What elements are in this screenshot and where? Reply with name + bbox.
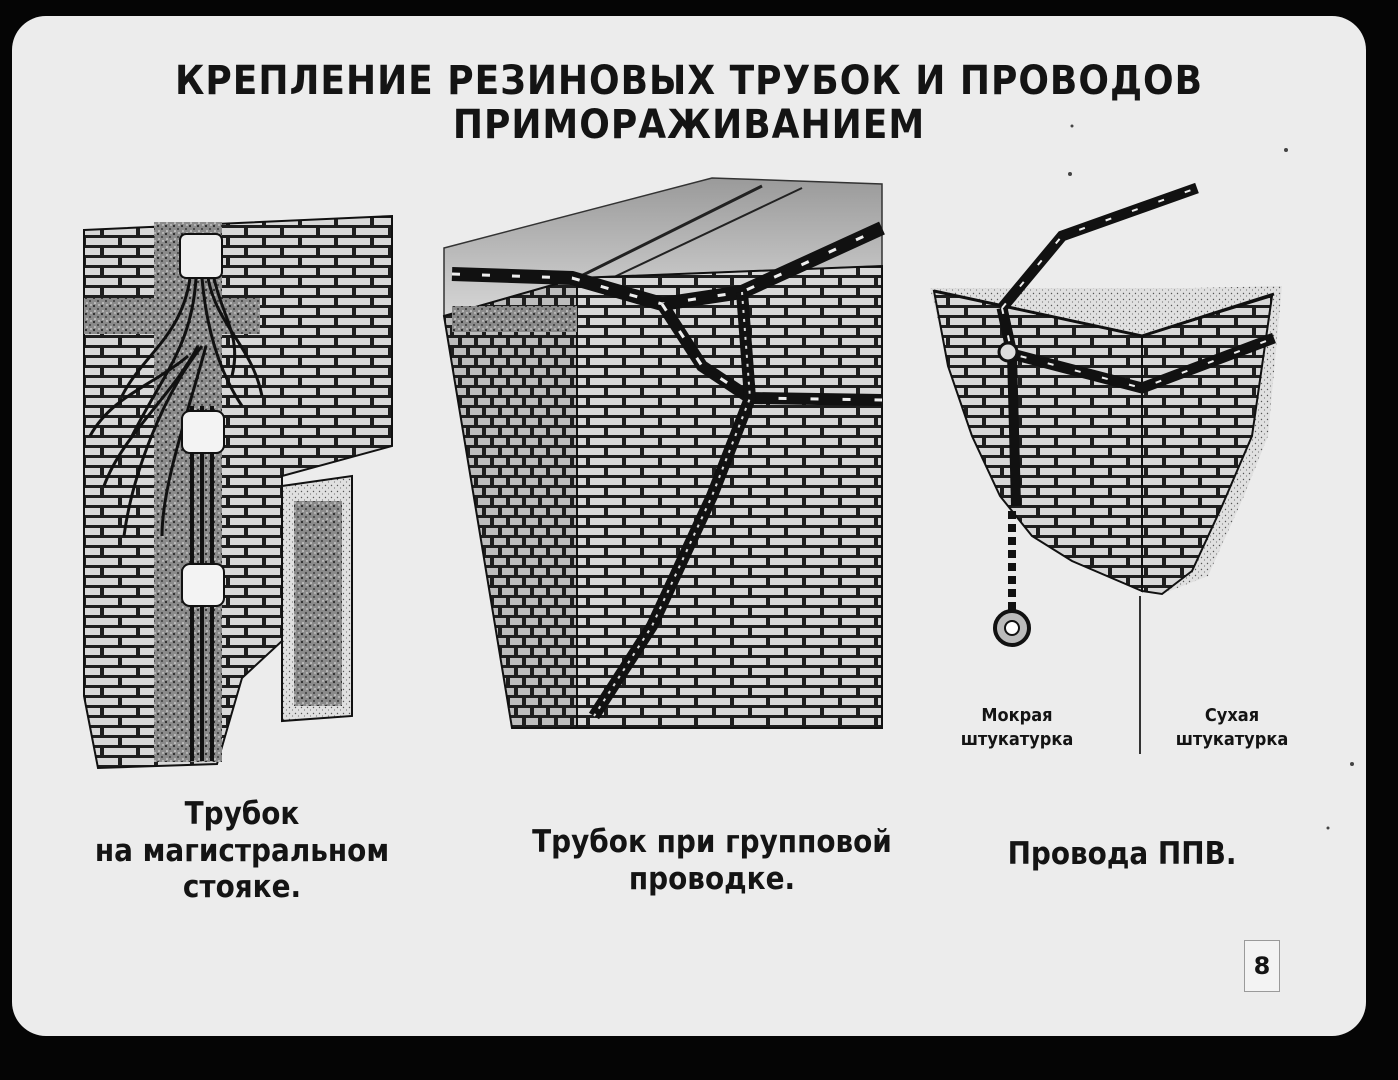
caption-line: на магистральном: [94, 832, 390, 869]
caption-line: Трубок: [184, 796, 300, 832]
film-specks: [1068, 124, 1354, 830]
label-line: Мокрая: [981, 705, 1053, 726]
caption-ppv: Провода ППВ.: [962, 836, 1282, 873]
title-line-2: ПРИМОРАЖИВАНИЕМ: [452, 102, 926, 148]
title-line-1: КРЕПЛЕНИЕ РЕЗИНОВЫХ ТРУБОК И ПРОВОДОВ: [174, 58, 1203, 104]
caption-line: Трубок при групповой: [532, 824, 892, 860]
page-number: 8: [1244, 940, 1280, 992]
caption-riser: Трубок на магистральном стояке.: [72, 796, 412, 906]
label-dry-plaster: Сухая штукатурка: [1152, 704, 1312, 753]
label-line: штукатурка: [960, 729, 1074, 751]
caption-line: стояке.: [182, 869, 302, 906]
slide: КРЕПЛЕНИЕ РЕЗИНОВЫХ ТРУБОК И ПРОВОДОВ ПР…: [12, 16, 1366, 1036]
panel-group-wiring-illustration: [442, 177, 885, 729]
caption-line: проводке.: [628, 860, 796, 897]
label-line: штукатурка: [1175, 729, 1289, 751]
illustration: [83, 124, 1354, 830]
panel-ppv-illustration: [930, 182, 1282, 754]
caption-line: Провода ППВ.: [1007, 836, 1237, 872]
label-wet-plaster: Мокрая штукатурка: [932, 704, 1102, 753]
caption-group-wiring: Трубок при групповой проводке.: [492, 824, 932, 897]
panel-riser-illustration: [83, 214, 393, 770]
label-line: Сухая: [1204, 705, 1260, 726]
